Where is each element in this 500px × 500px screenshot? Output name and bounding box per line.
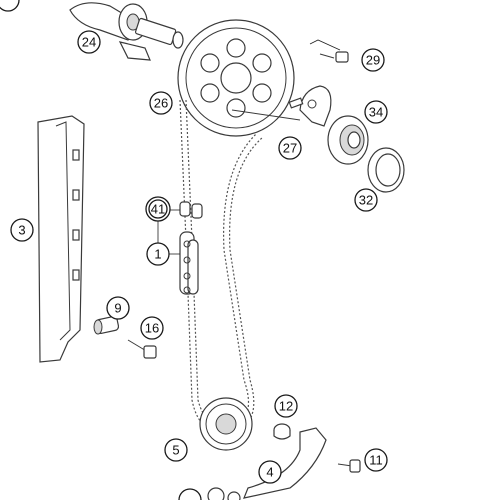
callout-3-label: 3 bbox=[18, 223, 25, 238]
part-lower-fittings bbox=[207, 487, 241, 500]
callout-24-label: 24 bbox=[82, 35, 96, 50]
callout-34: 34 bbox=[364, 100, 388, 124]
callout-partial-bottom bbox=[178, 488, 202, 500]
part-plug bbox=[273, 423, 291, 440]
callout-41-label: 41 bbox=[151, 202, 165, 217]
part-guide-bolt bbox=[127, 339, 157, 359]
callout-11-label: 11 bbox=[369, 453, 383, 468]
part-tensioner-bolt bbox=[337, 459, 361, 473]
callout-32-label: 32 bbox=[359, 193, 373, 208]
callout-34-label: 34 bbox=[369, 105, 383, 120]
callout-partial-topleft bbox=[0, 0, 20, 12]
callout-11: 11 bbox=[364, 448, 388, 472]
callout-5: 5 bbox=[164, 438, 188, 462]
callout-32: 32 bbox=[354, 188, 378, 212]
callout-1: 1 bbox=[146, 242, 170, 266]
callout-12-label: 12 bbox=[279, 399, 293, 414]
part-cam-sprocket bbox=[177, 19, 301, 137]
part-tensioner-rail bbox=[243, 427, 327, 499]
callout-26: 26 bbox=[149, 91, 173, 115]
part-screw bbox=[309, 39, 349, 63]
part-chain-links bbox=[179, 231, 199, 295]
callout-16-label: 16 bbox=[145, 321, 159, 336]
callout-12: 12 bbox=[274, 394, 298, 418]
callout-26-label: 26 bbox=[154, 96, 168, 111]
callout-41: 41 bbox=[145, 196, 171, 222]
callout-9: 9 bbox=[106, 296, 130, 320]
part-bearing bbox=[327, 115, 369, 165]
callout-3: 3 bbox=[10, 218, 34, 242]
part-cam-lever bbox=[288, 85, 332, 127]
callout-27-label: 27 bbox=[283, 141, 297, 156]
callout-29: 29 bbox=[361, 48, 385, 72]
callout-16: 16 bbox=[140, 316, 164, 340]
timing-chain bbox=[179, 99, 263, 434]
part-master-link bbox=[179, 201, 203, 219]
callout-24: 24 bbox=[77, 30, 101, 54]
callout-27: 27 bbox=[278, 136, 302, 160]
part-chain-guide-rail bbox=[37, 115, 85, 363]
part-crank-sprocket bbox=[199, 397, 253, 451]
part-camshaft bbox=[69, 2, 184, 61]
part-ring bbox=[367, 147, 405, 193]
callout-29-label: 29 bbox=[366, 53, 380, 68]
callout-4-label: 4 bbox=[266, 465, 273, 480]
callout-5-label: 5 bbox=[172, 443, 179, 458]
callout-4: 4 bbox=[258, 460, 282, 484]
callout-9-label: 9 bbox=[114, 301, 121, 316]
callout-1-label: 1 bbox=[154, 247, 161, 262]
part-bushing bbox=[93, 316, 120, 335]
